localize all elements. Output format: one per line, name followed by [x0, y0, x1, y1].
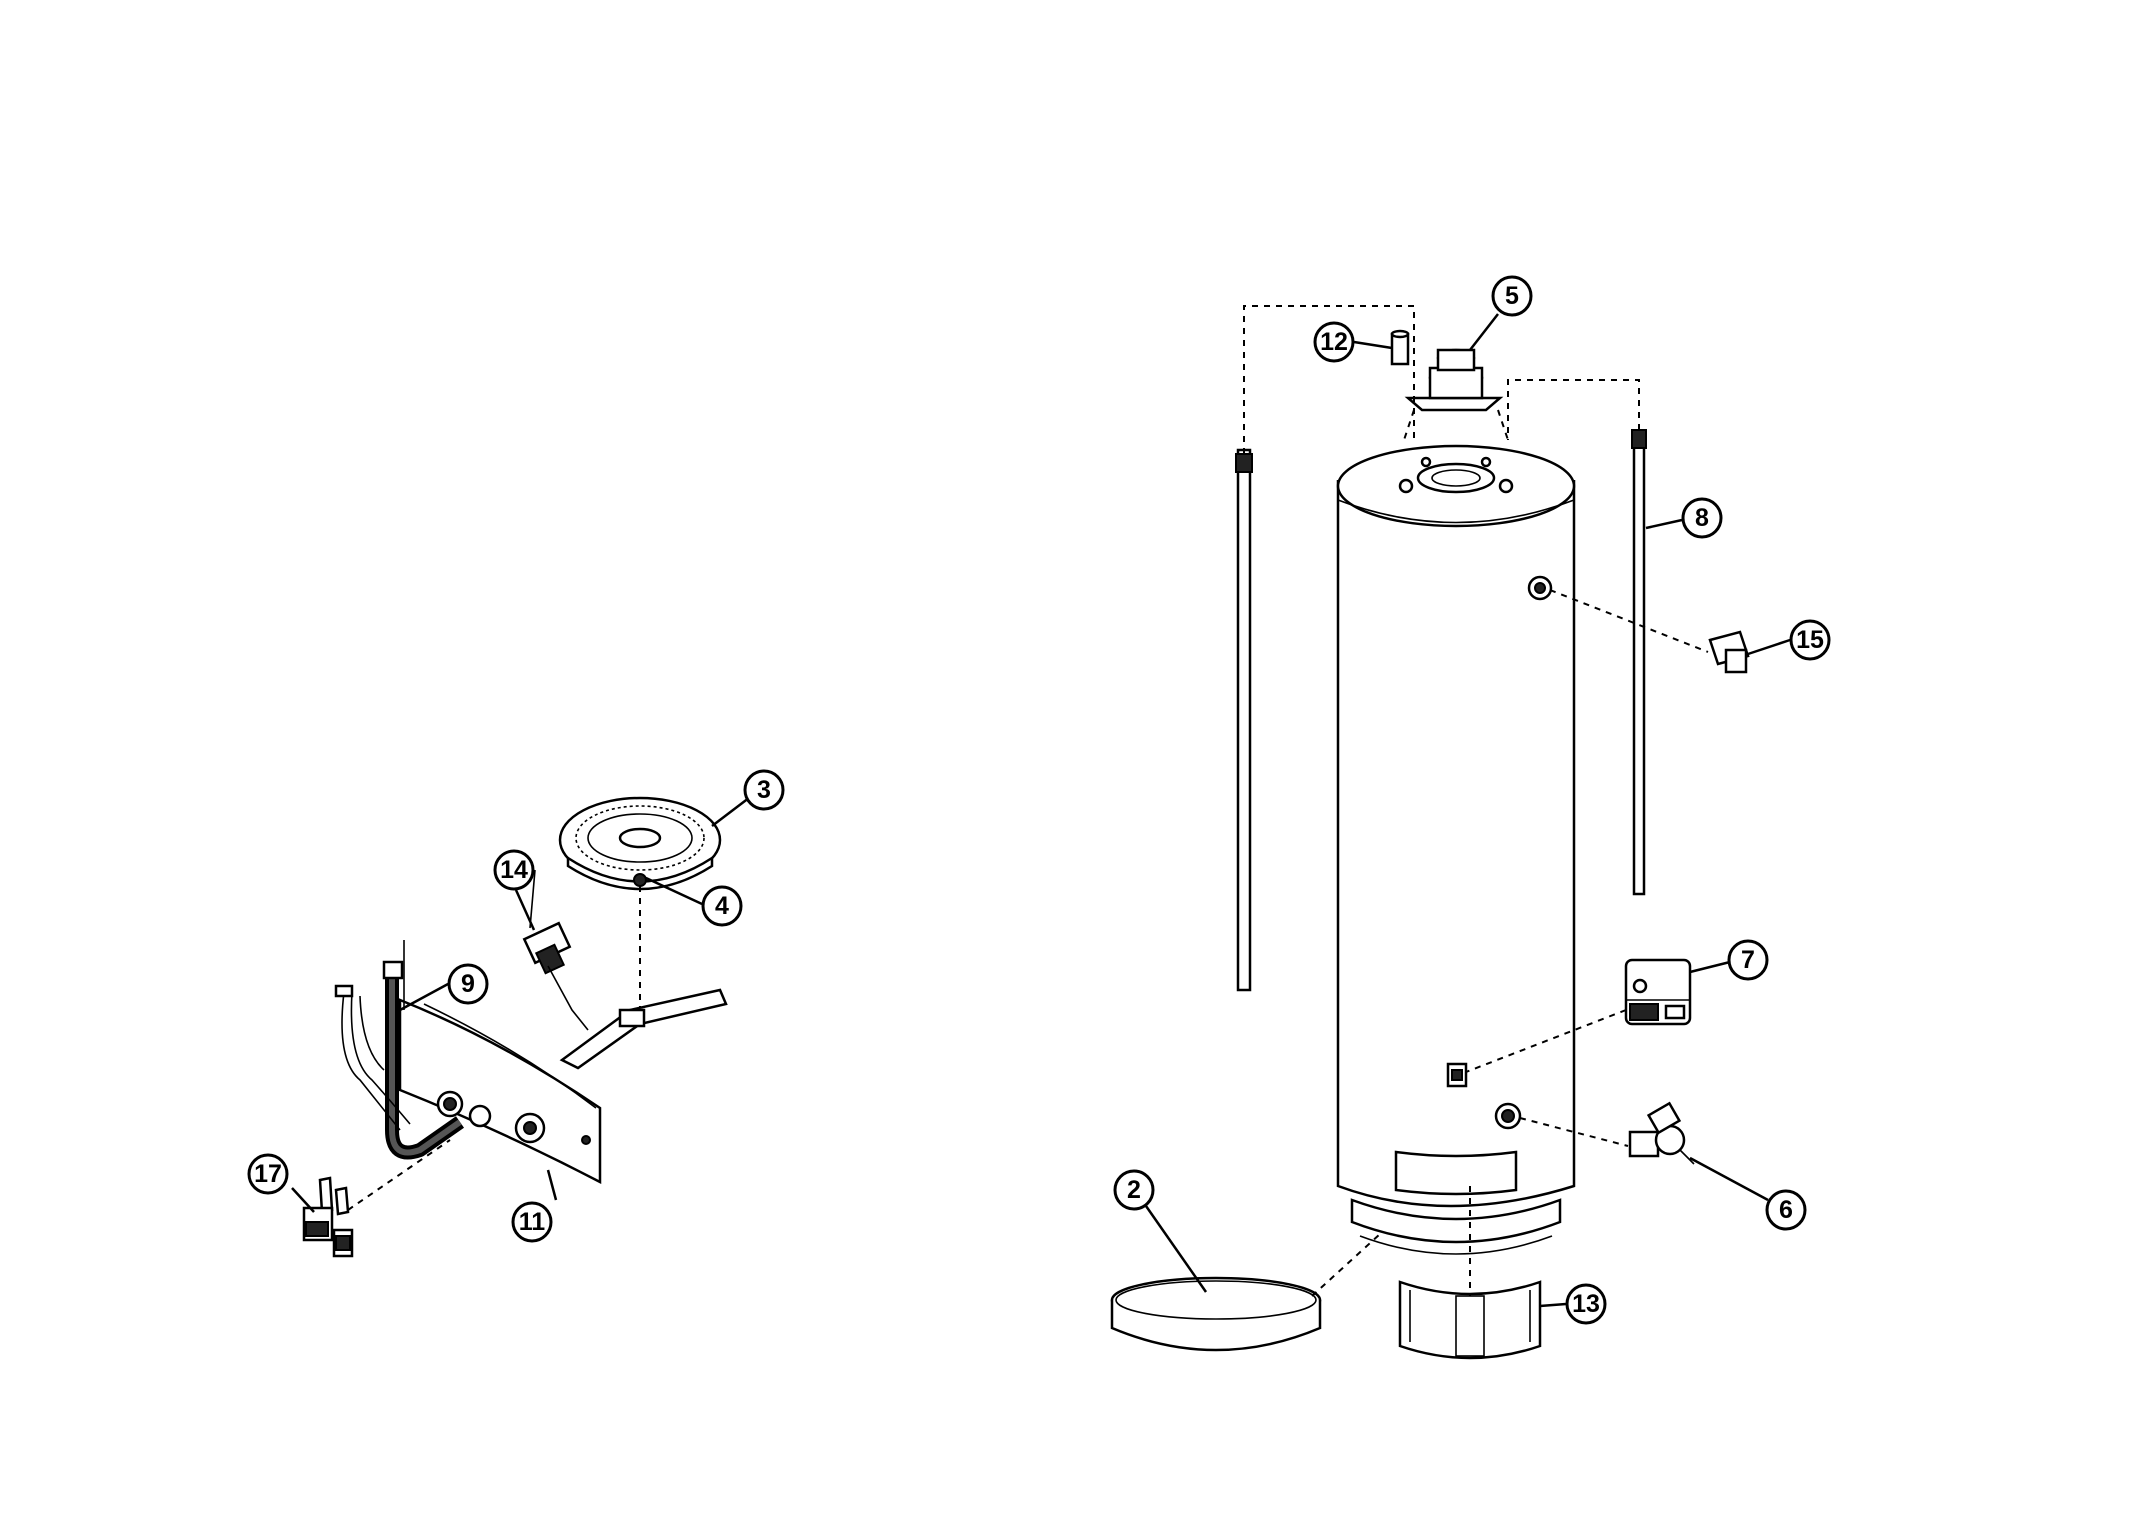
tp-valve-part: [1549, 589, 1750, 674]
callout-label: 15: [1796, 626, 1824, 654]
callout-label: 3: [757, 776, 771, 804]
callout-15: 15: [1789, 619, 1831, 661]
callout-4: 4: [701, 885, 743, 927]
connector-clips-part: [302, 1139, 451, 1258]
callout-6: 6: [1765, 1189, 1807, 1231]
callout-14: 14: [493, 849, 535, 891]
orifice-part: [633, 873, 647, 1012]
dip-tube-part: [1235, 305, 1415, 992]
callout-2: 2: [1113, 1169, 1155, 1211]
callout-label: 14: [500, 856, 528, 884]
callout-label: 12: [1320, 328, 1348, 356]
callout-13: 13: [1565, 1283, 1607, 1325]
callout-8: 8: [1681, 497, 1723, 539]
anode-rod-part: [1507, 379, 1647, 896]
callout-label: 6: [1779, 1196, 1793, 1224]
callout-label: 5: [1505, 282, 1519, 310]
callout-label: 9: [461, 970, 475, 998]
base-ring-part: [1110, 1233, 1381, 1352]
outer-door-part: [1398, 1186, 1542, 1360]
callout-17: 17: [247, 1153, 289, 1195]
gas-tube-part: [382, 940, 465, 1160]
manifold-door-part: [398, 998, 602, 1185]
callout-3: 3: [743, 769, 785, 811]
callout-label: 7: [1741, 946, 1755, 974]
callout-5: 5: [1491, 275, 1533, 317]
callout-label: 2: [1127, 1176, 1141, 1204]
callout-label: 4: [715, 892, 729, 920]
pilot-assembly-part: [522, 869, 589, 1031]
callout-label: 11: [519, 1208, 546, 1236]
nipple-part: [1390, 329, 1410, 366]
drain-valve-part: [1519, 1101, 1695, 1165]
water-heater-tank: [1336, 444, 1576, 1255]
callout-9: 9: [447, 963, 489, 1005]
gas-control-part: [1465, 958, 1692, 1073]
thermocouple-wires: [334, 984, 411, 1131]
burner-part: [558, 796, 722, 892]
callout-label: 8: [1695, 504, 1709, 532]
manifold-tube-part: [559, 988, 728, 1070]
callout-label: 17: [254, 1160, 282, 1188]
callout-label: 13: [1572, 1290, 1600, 1318]
callout-12: 12: [1313, 321, 1355, 363]
callout-11: 11: [511, 1201, 553, 1243]
draft-hood-part: [1403, 348, 1509, 441]
callout-7: 7: [1727, 939, 1769, 981]
